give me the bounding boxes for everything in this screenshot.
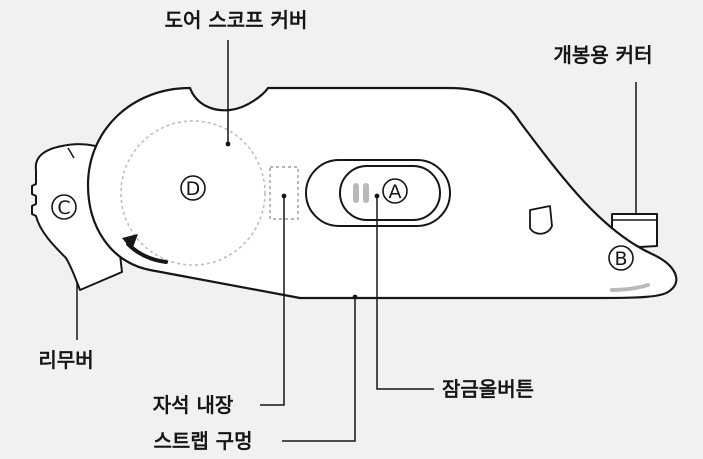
label-magnet-built-in: 자석 내장 <box>153 393 234 417</box>
lock-button-grip-2 <box>363 183 369 203</box>
label-door-scope-cover: 도어 스코프 커버 <box>165 8 308 32</box>
marker-d-circle <box>180 175 206 201</box>
leader-strap-hole <box>282 297 356 442</box>
label-lock-button: 잠금올버튼 <box>442 377 534 401</box>
door-scope-cover-circle <box>120 120 266 266</box>
marker-b-circle <box>608 245 634 271</box>
leader-dot-door-scope-cover <box>225 141 231 147</box>
label-remover: 리무버 <box>38 348 93 372</box>
label-strap-hole: 스트랩 구멍 <box>154 429 253 453</box>
marker-a-circle <box>382 178 408 204</box>
marker-c-label: C <box>57 197 70 219</box>
lock-button-grip-1 <box>353 183 359 203</box>
leader-magnet <box>260 196 285 406</box>
leader-dot-strap-hole <box>352 294 358 300</box>
label-opening-cutter: 개봉용 커터 <box>554 43 653 67</box>
marker-a-label: A <box>389 181 402 203</box>
marker-d-label: D <box>186 178 201 200</box>
magnet-indicator <box>269 166 299 220</box>
cutter-accent-strip <box>610 283 650 292</box>
marker-c-circle <box>51 194 77 220</box>
rotation-arrow-head <box>122 234 138 250</box>
d-shaped-hole <box>529 205 553 235</box>
remover-notch <box>67 147 75 159</box>
leader-dot-lock-button <box>374 193 380 199</box>
leader-dot-magnet <box>281 193 287 199</box>
leader-lock-button <box>376 196 434 390</box>
marker-b-label: B <box>614 248 627 270</box>
